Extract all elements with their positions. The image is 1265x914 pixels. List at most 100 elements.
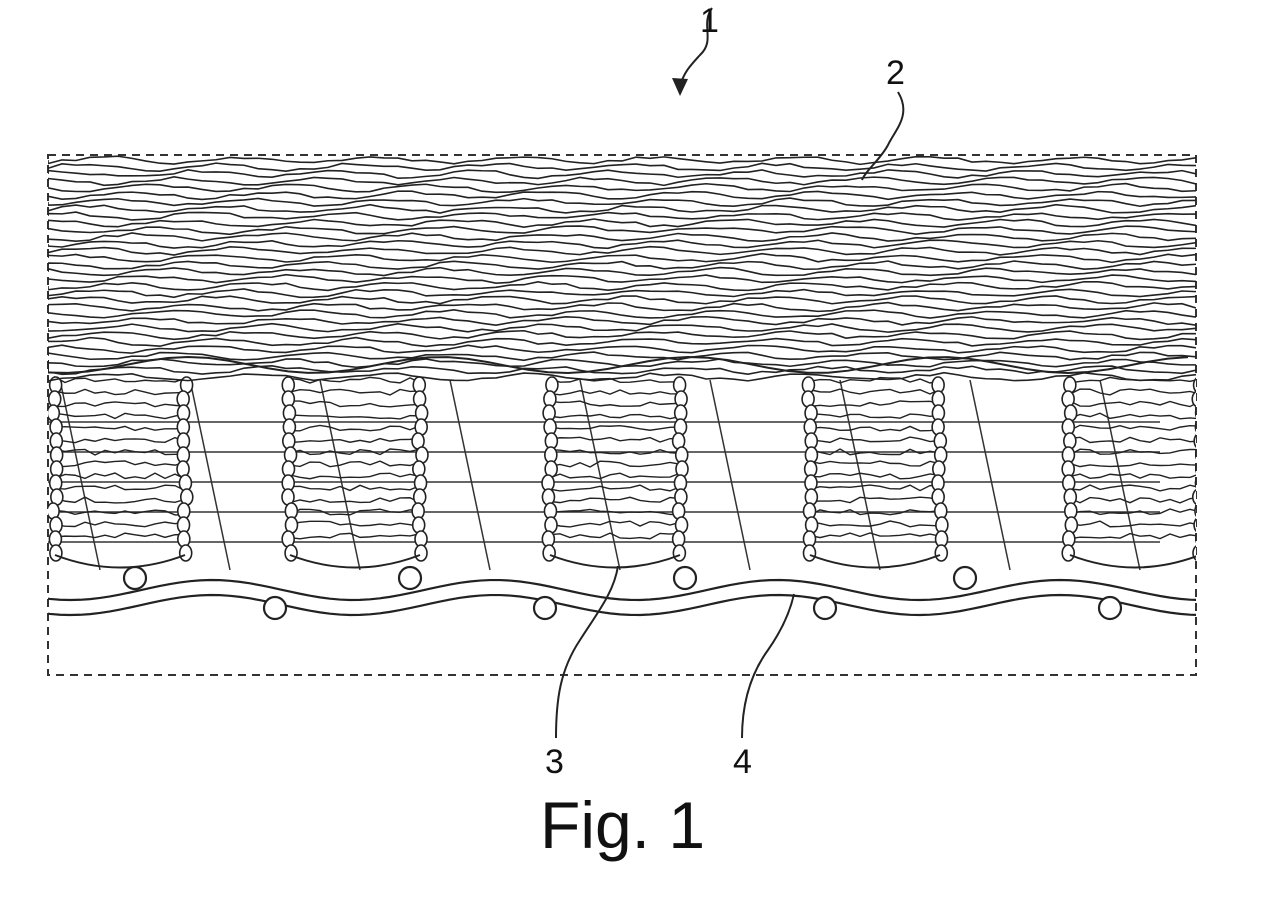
warp-yarn-upper bbox=[124, 567, 146, 589]
loop-fibre bbox=[1070, 521, 1200, 527]
loop-fibre bbox=[290, 498, 420, 503]
loop-bottom bbox=[550, 555, 680, 568]
loop-fibre bbox=[1070, 497, 1200, 503]
loop-twist bbox=[1194, 517, 1206, 533]
fibre-strand bbox=[48, 310, 1196, 318]
loop-twist bbox=[415, 545, 427, 561]
loop-fibre bbox=[810, 521, 940, 527]
warp-yarn-upper bbox=[954, 567, 976, 589]
loop-fibre bbox=[55, 438, 185, 443]
loop-fibre bbox=[290, 461, 420, 467]
loop-fibre bbox=[550, 473, 680, 479]
loop-fibre bbox=[290, 473, 420, 478]
loop-fibre bbox=[1070, 485, 1200, 491]
loop-fibre bbox=[290, 415, 420, 419]
loop-bottom bbox=[55, 555, 185, 568]
reference-numeral-3: 3 bbox=[545, 743, 564, 781]
fibre-strand bbox=[48, 240, 1196, 248]
loop-fibre bbox=[810, 401, 940, 406]
loop-fibre bbox=[550, 533, 680, 539]
loop-fibre bbox=[550, 426, 680, 431]
reference-1: 1 bbox=[672, 2, 719, 96]
loop-fibre bbox=[290, 438, 420, 442]
loop-fibre bbox=[1070, 463, 1200, 467]
pile-loop bbox=[542, 377, 688, 568]
loop-fibre bbox=[810, 389, 940, 394]
fibre-strand bbox=[48, 303, 1196, 312]
pile-loops bbox=[47, 377, 1208, 568]
fibre-strand bbox=[48, 177, 1196, 186]
warp-yarn-lower bbox=[534, 597, 556, 619]
loop-twist bbox=[1195, 475, 1207, 491]
loop-fibre bbox=[550, 414, 680, 418]
loop-fibre bbox=[810, 426, 940, 430]
reference-numeral-2: 2 bbox=[886, 54, 905, 92]
loop-fibre bbox=[810, 414, 940, 418]
loop-fibre bbox=[1070, 534, 1200, 539]
fibre-strand bbox=[48, 226, 1196, 234]
fibre-strand bbox=[48, 324, 1196, 332]
warp-yarn-lower bbox=[814, 597, 836, 619]
loop-twist bbox=[1196, 531, 1208, 547]
loop-fibre bbox=[55, 461, 185, 466]
fiber-layer bbox=[48, 156, 1196, 381]
loop-fibre bbox=[550, 437, 680, 442]
loop-twist bbox=[1062, 545, 1074, 561]
fibre-strand bbox=[48, 317, 1196, 325]
loop-fibre bbox=[550, 497, 680, 502]
fibre-strand bbox=[48, 282, 1196, 291]
loop-fibre bbox=[810, 437, 940, 442]
reference-3: 3 bbox=[545, 566, 618, 781]
loop-twist bbox=[1195, 419, 1207, 435]
loop-twist bbox=[1192, 391, 1204, 407]
loop-twist bbox=[1194, 377, 1206, 393]
loop-fibre bbox=[550, 461, 680, 467]
loop-fibre bbox=[1070, 425, 1200, 430]
loop-twist bbox=[285, 545, 297, 561]
pile-loop bbox=[802, 377, 948, 568]
warp-yarn-upper bbox=[674, 567, 696, 589]
fibre-strand bbox=[48, 163, 1196, 171]
loop-twist bbox=[1193, 545, 1205, 561]
loop-twist bbox=[935, 545, 947, 561]
reference-numeral-1: 1 bbox=[700, 2, 719, 40]
reference-numeral-4: 4 bbox=[733, 743, 752, 781]
pile-loop bbox=[47, 377, 193, 568]
loop-fibre bbox=[810, 473, 940, 479]
loop-fibre bbox=[1070, 413, 1200, 419]
fibre-strand bbox=[48, 345, 1196, 353]
fibre-strand bbox=[48, 219, 1196, 227]
loop-fibre bbox=[290, 533, 420, 538]
fibre-strand bbox=[48, 191, 1196, 199]
loop-twist bbox=[673, 545, 685, 561]
warp-yarn-lower bbox=[1099, 597, 1121, 619]
loop-twist bbox=[543, 545, 555, 561]
fibre-strand bbox=[48, 275, 1196, 284]
loop-twist bbox=[180, 545, 192, 561]
loop-fibre bbox=[55, 522, 185, 527]
loop-bottom bbox=[810, 555, 940, 568]
warp-yarn-lower bbox=[264, 597, 286, 619]
loop-fibre bbox=[290, 521, 420, 527]
pile-loop bbox=[1062, 377, 1208, 568]
fibre-strand bbox=[48, 261, 1196, 269]
figure-caption: Fig. 1 bbox=[540, 788, 705, 862]
fibre-strand bbox=[48, 212, 1196, 220]
loop-fibre bbox=[550, 390, 680, 395]
loop-fibre bbox=[810, 497, 940, 502]
loop-twist bbox=[803, 545, 815, 561]
loop-fibre bbox=[55, 485, 185, 490]
loop-fibre bbox=[55, 533, 185, 537]
reference-4: 4 bbox=[733, 594, 794, 781]
loop-fibre bbox=[55, 389, 185, 394]
warp-yarn-upper bbox=[399, 567, 421, 589]
loop-fibre bbox=[290, 389, 420, 395]
pile-loop bbox=[282, 377, 428, 568]
loop-twist bbox=[1196, 461, 1208, 477]
loop-fibre bbox=[55, 497, 185, 503]
fibre-strand bbox=[48, 184, 1196, 193]
loop-fibre bbox=[55, 473, 185, 479]
loop-fibre bbox=[810, 533, 940, 538]
loop-twist bbox=[1193, 489, 1205, 505]
fibre-strand bbox=[48, 338, 1196, 347]
